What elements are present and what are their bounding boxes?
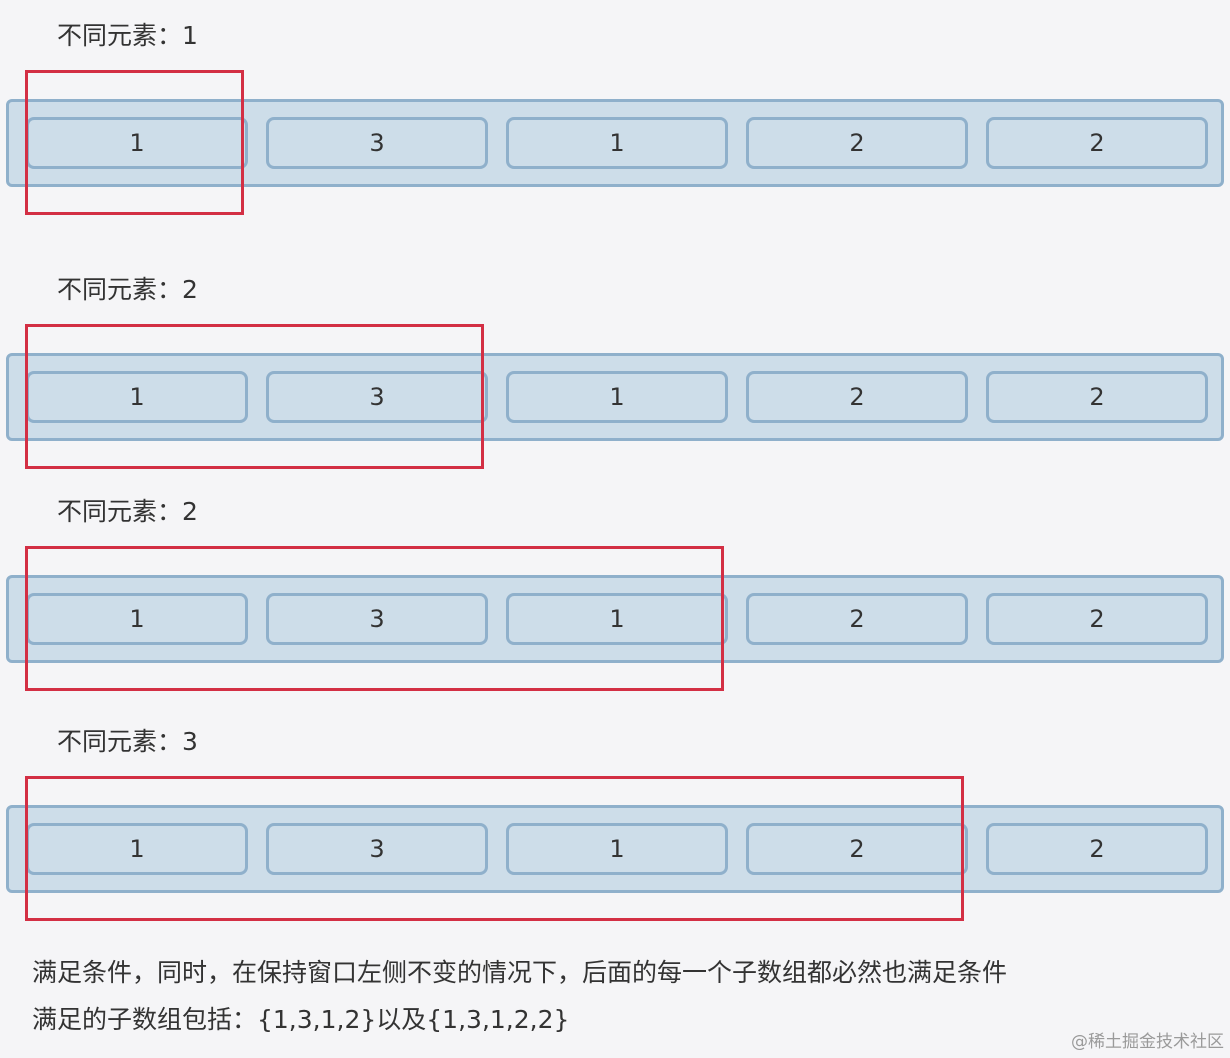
- row-2-cell-5: 2: [986, 371, 1208, 423]
- row-2-cell-2: 3: [266, 371, 488, 423]
- row-1-cell-4: 2: [746, 117, 968, 169]
- row-3-cell-1: 1: [26, 593, 248, 645]
- explanation-line-1: 满足条件，同时，在保持窗口左侧不变的情况下，后面的每一个子数组都必然也满足条件: [32, 958, 1008, 987]
- explanation-line-2: 满足的子数组包括：{1,3,1,2}以及{1,3,1,2,2}: [32, 1005, 570, 1034]
- row-4-cell-4: 2: [746, 823, 968, 875]
- row-2-array: 1 3 1 2 2: [6, 353, 1224, 441]
- row-4-array: 1 3 1 2 2: [6, 805, 1224, 893]
- row-4-label: 不同元素：3: [57, 727, 198, 756]
- row-4-cell-1: 1: [26, 823, 248, 875]
- row-2-cell-1: 1: [26, 371, 248, 423]
- row-1-cell-3: 1: [506, 117, 728, 169]
- row-3-cell-4: 2: [746, 593, 968, 645]
- row-3-cell-2: 3: [266, 593, 488, 645]
- row-1-cell-2: 3: [266, 117, 488, 169]
- row-1-cell-5: 2: [986, 117, 1208, 169]
- row-4-cell-3: 1: [506, 823, 728, 875]
- watermark: @稀土掘金技术社区: [1071, 1032, 1224, 1052]
- row-3-cell-5: 2: [986, 593, 1208, 645]
- row-3-cell-3: 1: [506, 593, 728, 645]
- row-2-cell-3: 1: [506, 371, 728, 423]
- row-1-array: 1 3 1 2 2: [6, 99, 1224, 187]
- row-3-label: 不同元素：2: [57, 497, 198, 526]
- row-1-cell-1: 1: [26, 117, 248, 169]
- row-2-label: 不同元素：2: [57, 275, 198, 304]
- row-4-cell-5: 2: [986, 823, 1208, 875]
- row-4-cell-2: 3: [266, 823, 488, 875]
- row-1-label: 不同元素：1: [57, 21, 198, 50]
- row-2-cell-4: 2: [746, 371, 968, 423]
- row-3-array: 1 3 1 2 2: [6, 575, 1224, 663]
